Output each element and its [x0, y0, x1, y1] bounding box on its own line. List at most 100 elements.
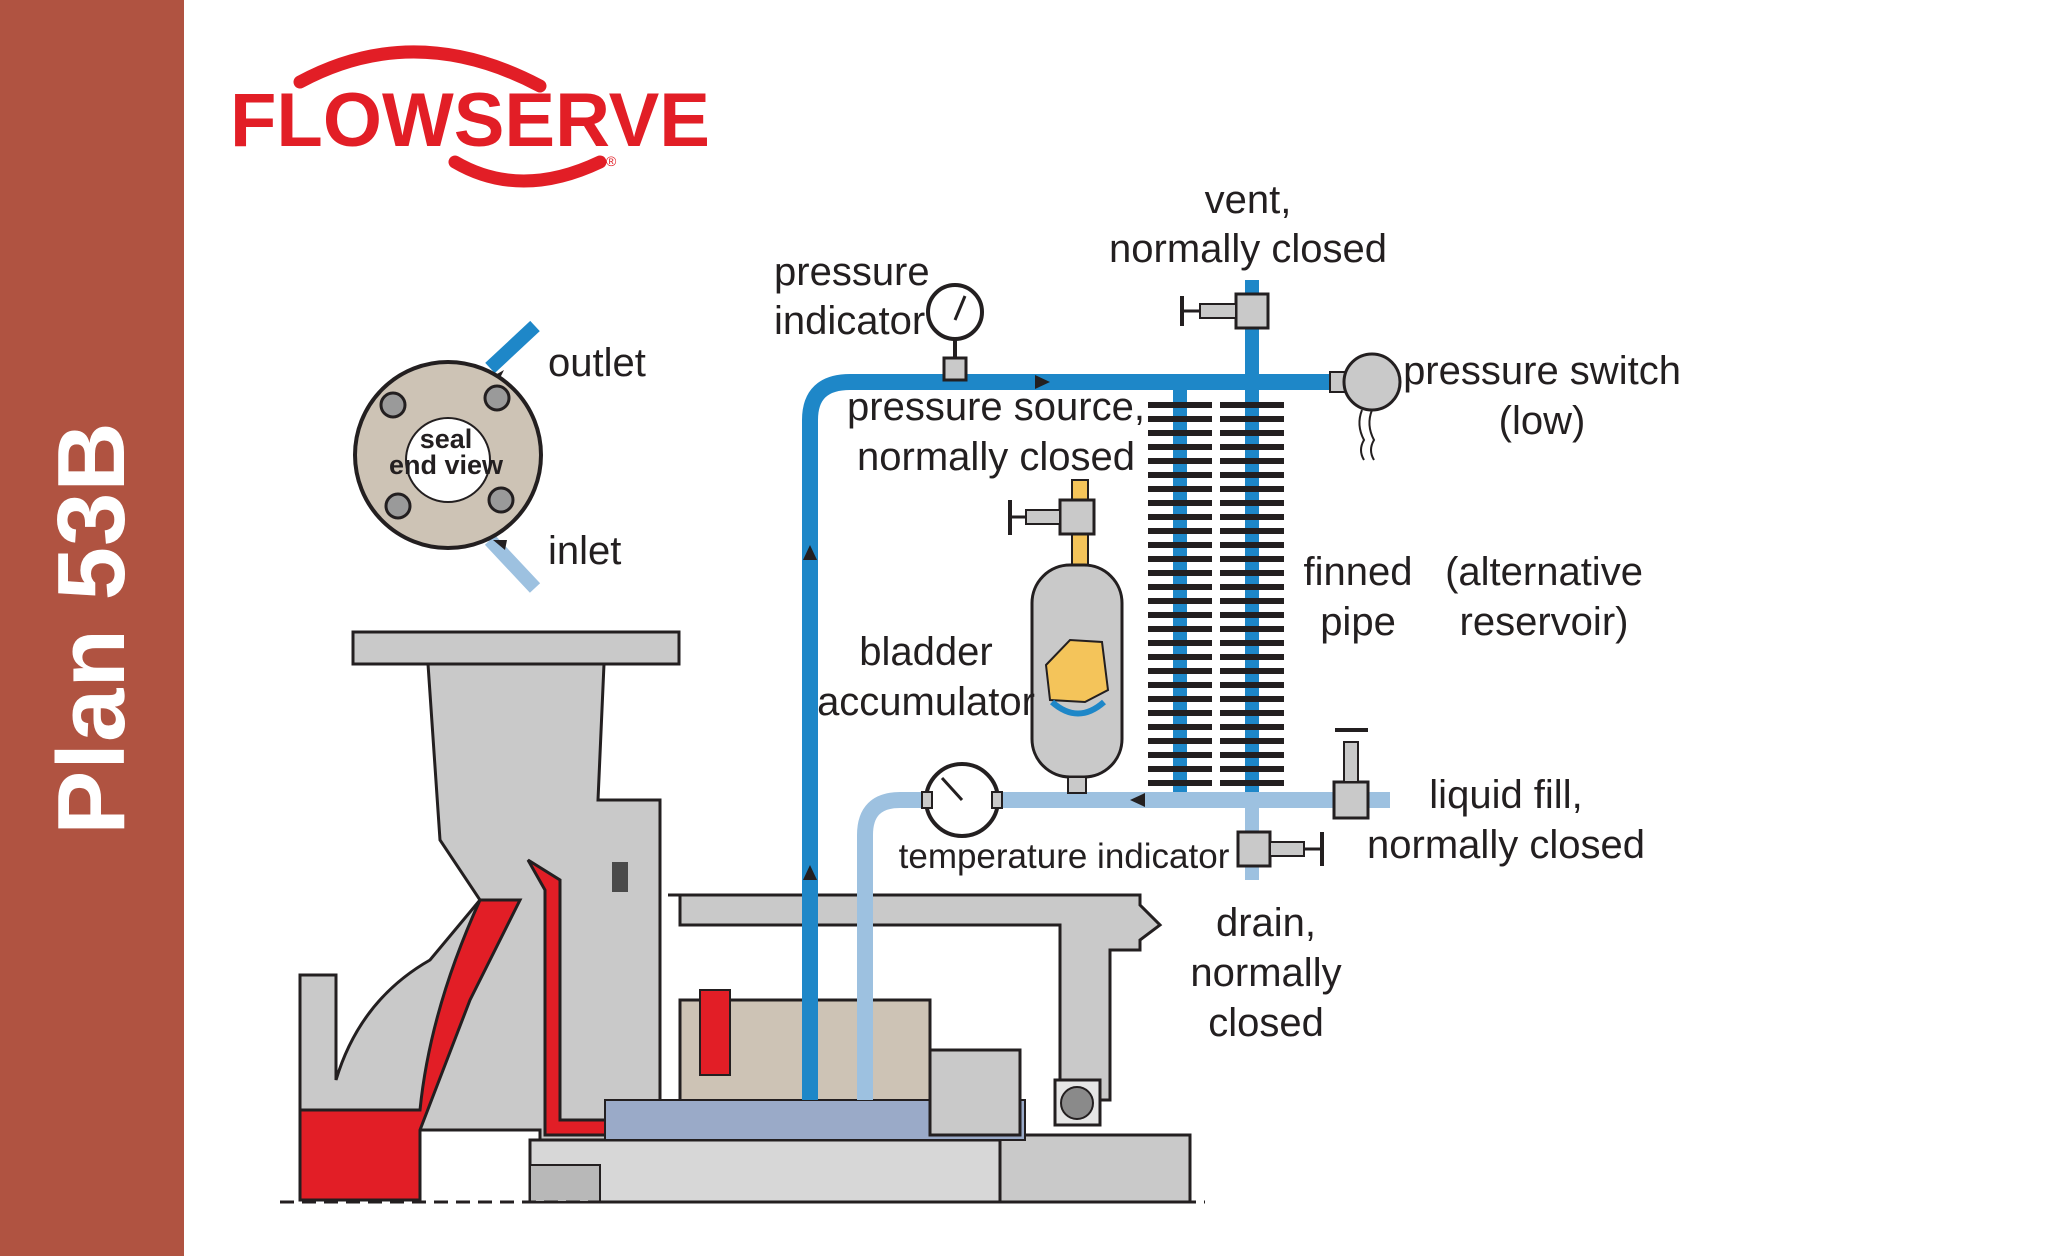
temperature-indicator: [921, 762, 1003, 838]
pressure-source-bonnet: [1025, 509, 1061, 525]
pressure-source-label-2: normally closed: [857, 435, 1135, 479]
fin: [1220, 472, 1284, 478]
flow-arrow-left: [1130, 793, 1145, 807]
vent-label-1: vent,: [1205, 178, 1292, 222]
drain-valve: [1236, 830, 1324, 868]
logo-arc-top: [293, 45, 547, 93]
fin: [1220, 640, 1284, 646]
accumulator-port: [1067, 776, 1087, 794]
piping: [802, 280, 1390, 1100]
drain-label-3: closed: [1208, 1001, 1324, 1045]
bearing-ball: [1060, 1086, 1094, 1120]
fin: [1220, 668, 1284, 674]
pressure-indicator-label-1: pressure: [774, 250, 930, 294]
fin: [1148, 696, 1212, 702]
fin: [1220, 458, 1284, 464]
fin: [1148, 514, 1212, 520]
pressure-switch: [1329, 352, 1402, 461]
valve-bonnet: [1269, 841, 1305, 857]
fin: [1148, 486, 1212, 492]
bearing-frame: [668, 893, 1163, 1102]
fin: [1148, 710, 1212, 716]
logo-registered-mark: ®: [606, 153, 617, 169]
valve-body: [1332, 780, 1370, 820]
fin: [1220, 402, 1284, 408]
impeller: [298, 898, 523, 1202]
outlet-stub: [485, 320, 540, 374]
fin: [1148, 766, 1212, 772]
alternative-reservoir-label-1: (alternative: [1445, 550, 1643, 594]
alternative-reservoir-label-2: reservoir): [1460, 600, 1629, 644]
valve-body: [1234, 292, 1270, 330]
pressure-source-valve-body: [1058, 498, 1096, 536]
outlet-label: outlet: [548, 341, 646, 385]
fin: [1220, 556, 1284, 562]
flow-arrow-up: [803, 545, 817, 560]
seal-spring: [699, 989, 731, 1076]
finned-pipe-label-1: finned: [1304, 550, 1413, 594]
bolt-icon: [483, 384, 511, 412]
vent-valve: [1180, 292, 1270, 330]
wear-ring: [612, 862, 628, 892]
fin: [1220, 542, 1284, 548]
valve-bonnet: [1199, 303, 1237, 319]
seal-assembly: [280, 989, 1205, 1204]
fin: [1220, 738, 1284, 744]
liquid-fill-label-2: normally closed: [1367, 823, 1645, 867]
bolt-icon: [379, 391, 407, 419]
fin: [1220, 584, 1284, 590]
fin: [1148, 472, 1212, 478]
fin: [1220, 766, 1284, 772]
seal-label-line2: end view: [389, 450, 504, 480]
logo-arc-bottom: [448, 155, 607, 188]
logo-text: FLOWSERVE: [230, 78, 710, 163]
fin: [1220, 626, 1284, 632]
fin: [1148, 458, 1212, 464]
fin: [1220, 710, 1284, 716]
temp-needle: [940, 776, 964, 802]
fin: [1148, 738, 1212, 744]
discharge-flange: [351, 630, 681, 666]
bladder-accumulator-label-2: accumulator: [817, 680, 1035, 724]
seal-label-line1: seal: [420, 424, 473, 454]
fin: [1148, 640, 1212, 646]
fin: [1220, 486, 1284, 492]
ti-fitting: [991, 791, 1003, 809]
pressure-switch-icon: [1342, 352, 1402, 412]
fin: [1220, 612, 1284, 618]
fin: [1148, 752, 1212, 758]
fin: [1148, 416, 1212, 422]
hot-line: [802, 374, 1360, 1000]
fin: [1220, 500, 1284, 506]
fin: [1220, 654, 1284, 660]
pi-fitting: [942, 356, 968, 382]
fin: [1148, 402, 1212, 408]
fin: [1148, 626, 1212, 632]
fin: [1148, 780, 1212, 786]
valve-body: [1236, 830, 1272, 868]
shaft-sleeve-end: [998, 1133, 1192, 1204]
fin: [1220, 696, 1284, 702]
fin: [1220, 598, 1284, 604]
pressure-indicator-label-2: indicator: [774, 299, 925, 343]
ps-wire: [1368, 409, 1376, 461]
fin: [1148, 556, 1212, 562]
pressure-switch-label-2: (low): [1499, 399, 1586, 443]
fin: [1220, 430, 1284, 436]
bladder-liquid: [1050, 699, 1106, 717]
flow-arrow-right: [1035, 375, 1050, 389]
gauge-icon: [926, 283, 984, 341]
ps-wire: [1358, 409, 1366, 461]
bolt-icon: [384, 492, 412, 520]
bolt-icon: [487, 486, 515, 514]
fin: [1148, 654, 1212, 660]
liquid-fill-label-1: liquid fill,: [1429, 773, 1582, 817]
fin: [1148, 542, 1212, 548]
fin: [1148, 570, 1212, 576]
inlet-stub: [484, 535, 541, 593]
vent-label-2: normally closed: [1109, 227, 1387, 271]
liquid-fill-valve: [1332, 728, 1370, 820]
gland-bolt-flange: [928, 1048, 1022, 1137]
